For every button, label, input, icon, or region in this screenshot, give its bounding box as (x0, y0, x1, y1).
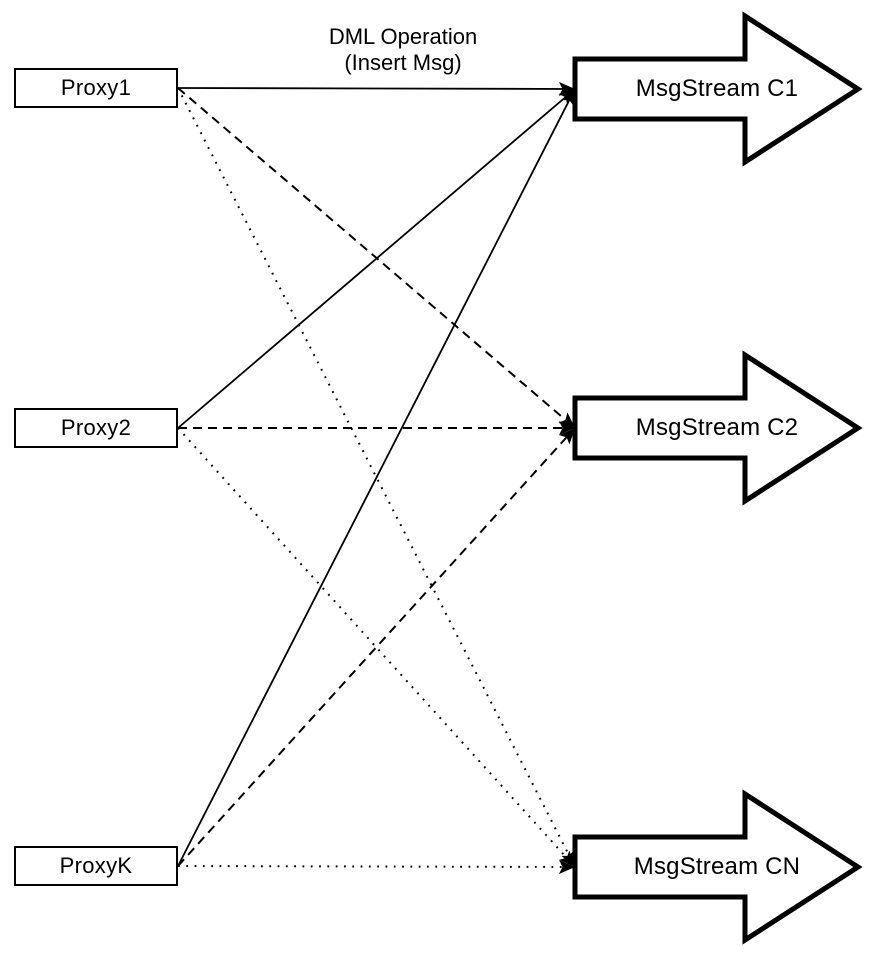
proxyk-node: ProxyK (14, 846, 178, 886)
msgstream-c2-arrow-shape (572, 350, 863, 506)
proxy1-label: Proxy1 (60, 75, 132, 100)
dml-operation-annotation: DML Operation (Insert Msg) (253, 24, 553, 76)
msgstream-cn-arrow-shape (572, 789, 863, 945)
edge-proxy2-to-c1 (177, 88, 576, 429)
annotation-line-2: (Insert Msg) (344, 50, 462, 75)
proxy2-node: Proxy2 (14, 408, 178, 448)
edge-layer (177, 81, 576, 874)
proxy1-node: Proxy1 (14, 68, 178, 108)
edge-proxyk-to-c1 (177, 88, 576, 867)
stream-arrow-shapes (572, 11, 863, 945)
edge-proxyk-to-c2 (177, 427, 576, 867)
msgstream-c1-arrow-shape (572, 11, 863, 167)
proxy2-label: Proxy2 (60, 415, 132, 440)
proxyk-label: ProxyK (59, 853, 133, 878)
edge-proxyk-to-cn (177, 859, 576, 874)
edge-proxy1-to-c1 (177, 81, 576, 96)
annotation-line-1: DML Operation (328, 24, 478, 49)
